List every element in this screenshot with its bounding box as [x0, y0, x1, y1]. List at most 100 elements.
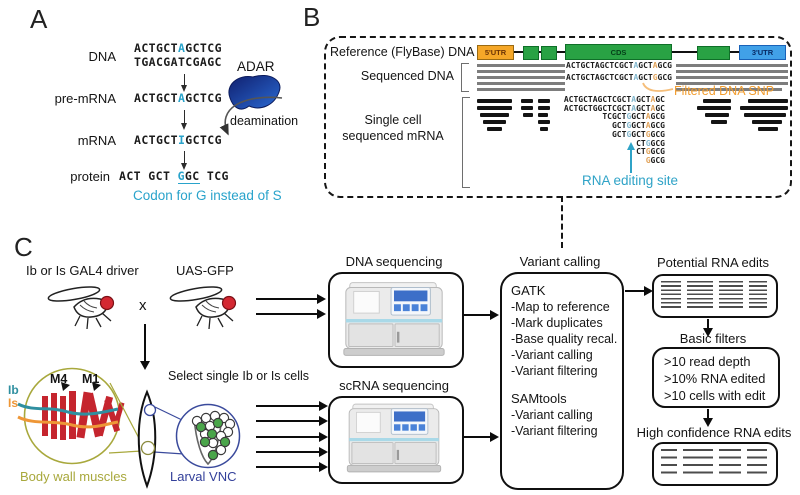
seq-segment: G: [652, 73, 658, 82]
read-bar: [487, 127, 502, 131]
basic-filters-box: >10 read depth>10% RNA edited>10 cells w…: [652, 347, 780, 408]
mrna-read-seq: ACTGCTGGCTCGCTAGCTAGC: [540, 103, 665, 114]
utr3-box: 3'UTR: [739, 45, 786, 60]
panel-b-label: B: [303, 2, 321, 32]
list-item: >10% RNA edited: [664, 371, 766, 386]
editing-site-arrow-icon: [626, 142, 635, 173]
basic-filters-title: Basic filters: [679, 331, 747, 346]
down-arrow-icon: [179, 74, 189, 92]
seq-segment: A: [631, 95, 637, 104]
read-bar: [538, 99, 550, 103]
flow-arrow-icon: [625, 285, 653, 297]
seq-segment: GCTCG: [185, 91, 222, 105]
seq-segment: ACTGCTGGCTCGCT: [563, 103, 632, 113]
read-bar: [483, 120, 506, 124]
seq-segment: ACT GCT: [119, 169, 178, 183]
seq-segment: GCG: [650, 129, 665, 139]
seq-segment: GCT: [631, 129, 646, 139]
dna-sequencing-title: DNA sequencing: [345, 254, 443, 269]
dna-read-line: [676, 64, 788, 67]
m4-label: M4: [50, 372, 68, 386]
ib-label: Ib: [8, 383, 19, 397]
seq-segment: A: [650, 103, 656, 113]
seq-segment: GCG: [650, 121, 665, 131]
mrna-read-seq: CTGGCG: [540, 139, 665, 149]
seq-segment: GC: [184, 169, 200, 184]
read-bar: [521, 99, 533, 103]
flow-arrow-icon: [256, 431, 328, 443]
mrna-read-seq: CTGGCG: [540, 147, 665, 157]
seq-segment: G: [645, 155, 651, 165]
panel-c-label: C: [14, 232, 33, 262]
seq-segment: TCGCT: [602, 112, 627, 122]
down-arrow-icon: [179, 110, 189, 130]
edit-list-lines: [747, 449, 767, 475]
seq-segment: GCT: [638, 73, 653, 82]
codon-caption: Codon for G instead of S: [133, 188, 282, 203]
list-item: >10 read depth: [664, 354, 751, 369]
seq-segment: GCG: [657, 73, 672, 82]
seq-segment: GCT: [611, 121, 627, 131]
seq-segment: GCT: [631, 121, 646, 131]
down-arrow-icon: [179, 151, 189, 170]
dna-consensus-seq: ACTGCTAGCTCGCTAGCTGGCG: [566, 73, 672, 82]
mrna-read-seq: GGCG: [540, 155, 665, 166]
seq-segment: A: [645, 112, 651, 122]
seq-segment: A: [631, 103, 637, 113]
flow-arrow-icon: [256, 308, 326, 320]
dna-read-line: [676, 70, 788, 73]
flow-arrow-icon: [463, 309, 499, 321]
rna-editing-site-label: RNA editing site: [581, 173, 679, 188]
protein-seq: ACT GCT GGC TCG: [119, 169, 229, 184]
mrna-read-seq: TCGCTGGCTAGCG: [540, 113, 665, 122]
samtools-header: SAMtools: [511, 391, 567, 406]
read-bar: [744, 113, 786, 117]
single-cell-label-line2: sequenced mRNA: [342, 129, 444, 143]
body-wall-muscles-label: Body wall muscles: [20, 469, 127, 484]
mrna-read-seq: GCTGGCTAGCG: [540, 121, 665, 131]
snp-pointer-icon: [642, 82, 674, 92]
seq-segment: GC: [655, 103, 665, 113]
seq-segment: G: [177, 169, 185, 184]
seq-segment: ACTGCTAGCTCGCT: [566, 61, 634, 70]
panel-a-label: A: [30, 4, 48, 34]
deamination-arrow-icon: [219, 96, 283, 136]
seq-segment: G: [626, 121, 632, 131]
seq-segment: A: [177, 91, 186, 105]
seq-segment: A: [633, 73, 639, 82]
seq-segment: GCG: [650, 155, 665, 165]
cross-symbol: x: [139, 297, 147, 314]
read-bar: [538, 113, 548, 117]
variant-calling-box: GATK -Map to reference-Mark duplicates-B…: [500, 272, 624, 490]
flow-arrow-icon: [256, 400, 328, 412]
mrna-reads-block: ACTGCTAGCTCGCTAGCTAGC ACTGCTGGCTCGCTAGCT…: [540, 95, 665, 166]
flow-arrow-icon: [256, 415, 328, 427]
cds-box: CDS: [565, 44, 672, 60]
flow-arrow-icon: [702, 409, 714, 427]
is-label: Is: [8, 396, 19, 410]
dna-read-line: [477, 70, 565, 73]
larva-muscle-vnc-illustration: [17, 367, 241, 489]
read-bar: [711, 120, 727, 124]
read-bar: [538, 120, 550, 124]
read-bar: [538, 106, 550, 110]
row-label-pre-mrna: pre-mRNA: [54, 91, 116, 106]
pre-mrna-seq: ACTGCTAGCTCG: [134, 91, 222, 105]
sequenced-dna-label: Sequenced DNA: [360, 69, 454, 83]
list-item: -Mark duplicates: [511, 316, 603, 330]
seq-segment: ACTGCT: [134, 41, 178, 55]
seq-segment: G: [626, 112, 632, 122]
edit-list-lines: [749, 281, 767, 308]
seq-segment: GCT: [638, 61, 653, 70]
mrna-read-seq: ACTGCTAGCTCGCTAGCTAGC: [540, 95, 665, 105]
dna-read-line: [477, 64, 565, 67]
bracket: [462, 97, 470, 188]
read-bar: [523, 113, 533, 117]
adar-enzyme-icon: [228, 75, 281, 110]
seq-segment: A: [652, 61, 658, 70]
seq-segment: ACTGCT: [134, 133, 178, 147]
list-item: -Variant calling: [511, 348, 593, 362]
seq-segment: A: [645, 121, 651, 131]
scrna-sequencing-title: scRNA sequencing: [339, 378, 449, 393]
sequencer-illustration: [346, 403, 442, 473]
